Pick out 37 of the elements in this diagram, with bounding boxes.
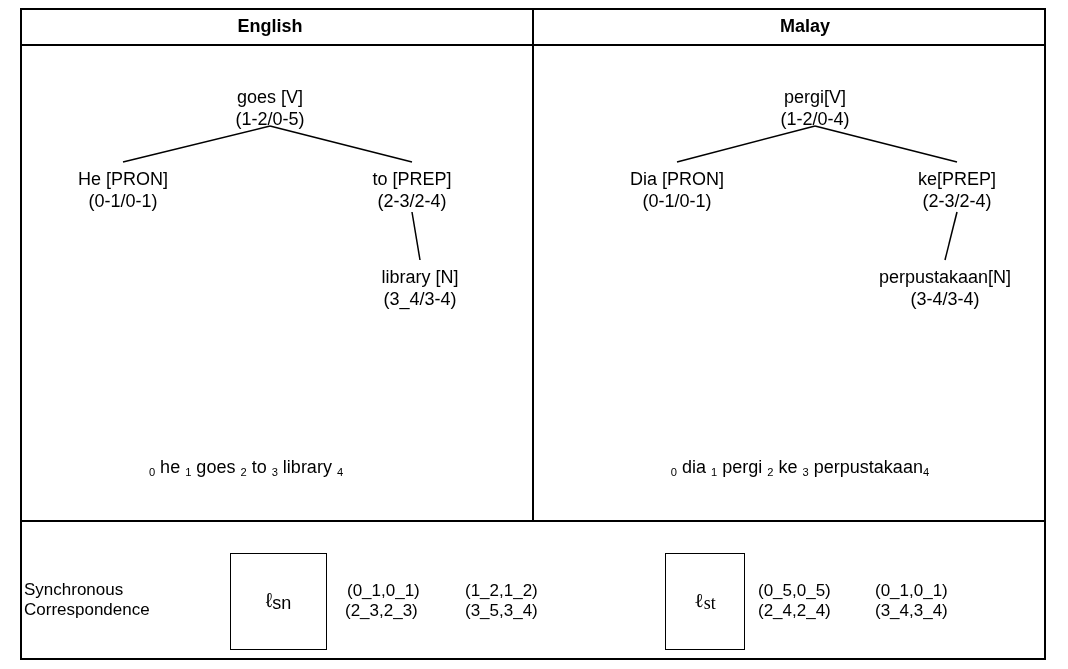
word-tag: ke[PREP] bbox=[918, 168, 996, 190]
index-pair: (3_5,3_4) bbox=[465, 601, 538, 621]
tree-branch-line bbox=[269, 125, 413, 163]
index-pair: (2_4,2_4) bbox=[758, 601, 831, 621]
word-tag: to [PREP] bbox=[372, 168, 452, 190]
symbol-box: ℓ$_{sn}$ bbox=[230, 553, 327, 650]
span-index: (3_4/3-4) bbox=[383, 288, 457, 310]
word-tag: goes [V] bbox=[236, 86, 303, 108]
span-index: (1-2/0-4) bbox=[780, 108, 850, 130]
indexed-sentence: $_{0}$ he $_{1}$ goes $_{2}$ to $_{3}$ library $_{4}$ bbox=[148, 457, 344, 481]
index-pair: (1_2,1_2) bbox=[465, 581, 538, 601]
indexed-sentence: $_{0}$ dia $_{1}$ pergi $_{2}$ ke $_{3}$ perpustakaan$_{4}$ bbox=[670, 457, 930, 481]
span-index: (0-1/0-1) bbox=[642, 190, 712, 212]
word-tag: Dia [PRON] bbox=[630, 168, 724, 190]
index-pair: (3_4,3_4) bbox=[875, 601, 948, 621]
column-header: Malay bbox=[780, 16, 830, 36]
span-index: (1-2/0-5) bbox=[235, 108, 305, 130]
index-pair: (0_1,0_1) bbox=[875, 581, 948, 601]
span-index: (2-3/2-4) bbox=[922, 190, 992, 212]
column-header: English bbox=[237, 16, 303, 36]
tree-branch-line bbox=[814, 125, 958, 163]
span-index: (0-1/0-1) bbox=[88, 190, 158, 212]
row-label: Synchronous Correspondence bbox=[24, 580, 151, 620]
tree-branch-line bbox=[944, 211, 958, 261]
index-pair: (0_5,0_5) bbox=[758, 581, 831, 601]
symbol-box: ℓ$_{st}$ bbox=[665, 553, 745, 650]
span-index: (2-3/2-4) bbox=[377, 190, 447, 212]
span-index: (3-4/3-4) bbox=[910, 288, 980, 310]
tree-branch-line bbox=[411, 211, 421, 261]
index-pair: (0_1,0_1) bbox=[347, 581, 420, 601]
word-tag: pergi[V] bbox=[783, 86, 846, 108]
word-tag: library [N] bbox=[381, 266, 459, 288]
word-tag: He [PRON] bbox=[78, 168, 168, 190]
word-tag: perpustakaan[N] bbox=[878, 266, 1012, 288]
index-pair: (2_3,2_3) bbox=[345, 601, 418, 621]
tree-branch-line bbox=[676, 125, 816, 163]
tree-branch-line bbox=[122, 125, 271, 163]
